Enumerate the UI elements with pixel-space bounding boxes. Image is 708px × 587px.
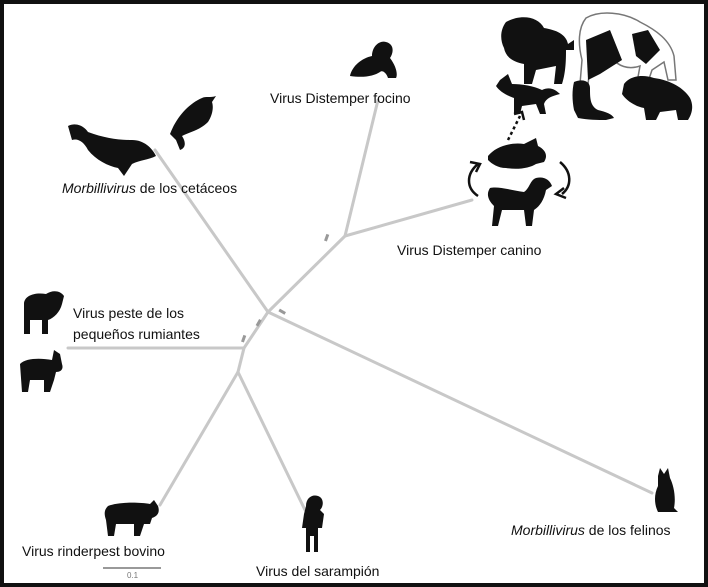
dolphin-icon bbox=[170, 96, 216, 150]
label-canine: Virus Distemper canino bbox=[397, 242, 542, 258]
label-rinderpest: Virus rinderpest bovino bbox=[22, 543, 165, 559]
branch-canine bbox=[343, 198, 474, 238]
spillover-dotted-arrow bbox=[506, 115, 522, 141]
dog-icon bbox=[487, 177, 552, 226]
label-feline-genus: Morbillivirus bbox=[511, 522, 585, 538]
child-icon bbox=[302, 495, 324, 552]
raccoon-icon bbox=[488, 138, 546, 169]
cycle-arrow-left bbox=[467, 163, 479, 198]
label-feline-host: de los felinos bbox=[584, 522, 671, 538]
sheep-icon bbox=[24, 291, 64, 334]
cycle-arrow-right bbox=[559, 161, 571, 195]
scale-bar-value: 0.1 bbox=[127, 571, 139, 580]
branch-feline bbox=[266, 310, 654, 495]
branch-rinderpest bbox=[158, 370, 240, 507]
label-ppr-line2: pequeños rumiantes bbox=[73, 326, 200, 342]
bear-icon bbox=[622, 76, 693, 120]
seal-icon bbox=[350, 41, 397, 78]
label-phocine: Virus Distemper focino bbox=[270, 90, 411, 106]
panda-icon bbox=[578, 12, 677, 89]
branch-measles bbox=[236, 370, 307, 512]
branch-canine-stem bbox=[266, 234, 347, 314]
branch-phocine bbox=[343, 98, 380, 238]
label-cetacean-host: de los cetáceos bbox=[135, 180, 238, 196]
label-measles: Virus del sarampión bbox=[256, 563, 380, 579]
label-feline: Morbillivirus de los felinos bbox=[511, 522, 671, 539]
branch-lower bbox=[236, 346, 246, 374]
goat-icon bbox=[20, 350, 63, 392]
fox-icon bbox=[496, 74, 560, 114]
cat-icon bbox=[655, 468, 678, 512]
ferret-icon bbox=[572, 80, 614, 120]
label-cetacean: Morbillivirus de los cetáceos bbox=[62, 180, 237, 197]
label-ppr-line1: Virus peste de los bbox=[73, 305, 185, 321]
cow-icon bbox=[104, 500, 159, 536]
whale-icon bbox=[68, 124, 156, 176]
branch-cetacean bbox=[153, 148, 270, 314]
label-cetacean-genus: Morbillivirus bbox=[62, 180, 136, 196]
lion-icon bbox=[501, 17, 574, 85]
branch-core bbox=[242, 310, 270, 350]
